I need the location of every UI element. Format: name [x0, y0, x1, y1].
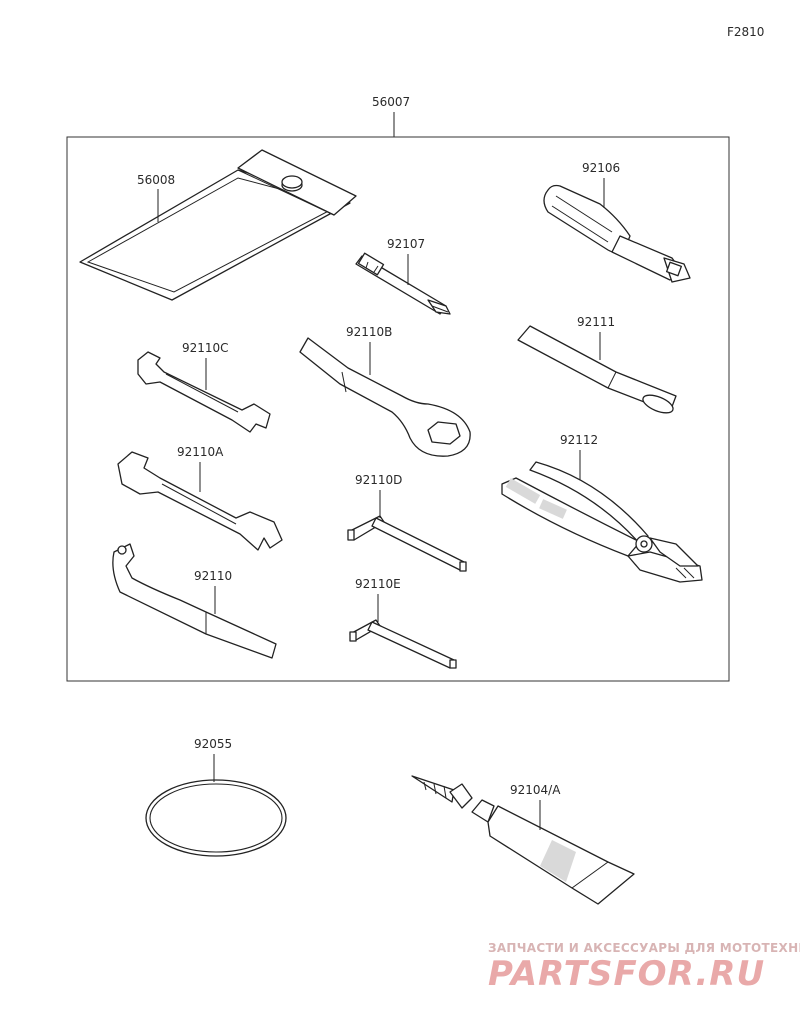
watermark-logo: PARTSFOR.RU — [488, 954, 765, 994]
figure-code: F2810 — [727, 25, 764, 39]
rubber-band-92055[interactable] — [145, 779, 287, 857]
label-92110[interactable]: 92110 — [194, 569, 232, 583]
label-56008[interactable]: 56008 — [137, 173, 175, 187]
ring-spanner-92110B[interactable] — [299, 337, 471, 457]
label-92110D[interactable]: 92110D — [355, 473, 402, 487]
kit-number-label[interactable]: 56007 — [372, 95, 410, 109]
label-92104A[interactable]: 92104/A — [510, 783, 561, 797]
label-92110B[interactable]: 92110B — [346, 325, 392, 339]
label-92106[interactable]: 92106 — [582, 161, 620, 175]
hex-key-92110E[interactable] — [349, 619, 457, 669]
extension-bar-92111[interactable] — [517, 325, 677, 416]
pliers-92112[interactable] — [501, 461, 703, 583]
tool-bag-56008[interactable] — [79, 149, 357, 301]
label-92055[interactable]: 92055 — [194, 737, 232, 751]
wrench-92110A[interactable] — [117, 451, 283, 551]
tool-kit-frame — [66, 136, 730, 682]
watermark-tagline: ЗАПЧАСТИ И АКСЕССУАРЫ ДЛЯ МОТОТЕХНИКИ — [488, 941, 800, 955]
label-92107[interactable]: 92107 — [387, 237, 425, 251]
label-92110A[interactable]: 92110A — [177, 445, 224, 459]
wrench-92110C[interactable] — [137, 351, 271, 433]
hook-spanner-92110[interactable] — [112, 543, 277, 659]
cement-tube-92104A[interactable] — [411, 775, 635, 905]
label-92110E[interactable]: 92110E — [355, 577, 401, 591]
screwdriver-bit-92107[interactable] — [355, 252, 451, 315]
label-92111[interactable]: 92111 — [577, 315, 615, 329]
hex-key-92110D[interactable] — [347, 515, 467, 572]
screwdriver-handle-92106[interactable] — [543, 184, 691, 283]
label-92112[interactable]: 92112 — [560, 433, 598, 447]
label-92110C[interactable]: 92110C — [182, 341, 229, 355]
